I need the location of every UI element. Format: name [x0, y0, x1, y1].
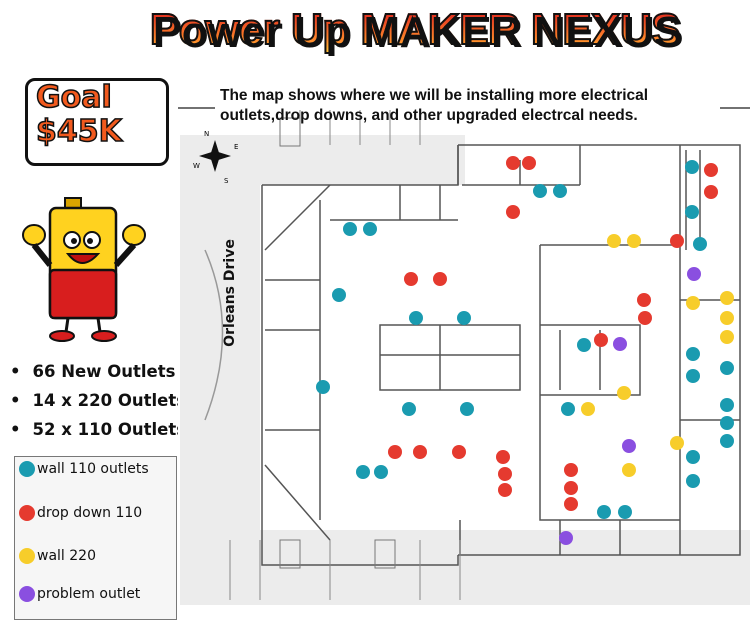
wall-110-outlet-marker	[720, 398, 734, 412]
drop-down-110-marker	[433, 272, 447, 286]
stat-110-outlets: 52 x 110 Outlets	[10, 420, 187, 439]
wall-110-outlet-marker	[577, 338, 591, 352]
drop-down-110-marker	[522, 156, 536, 170]
drop-down-110-marker	[637, 293, 651, 307]
legend-item-wall-220: wall 220	[19, 548, 96, 564]
wall-220-marker	[670, 436, 684, 450]
goal-label: Goal	[35, 80, 112, 116]
wall-110-outlet-marker	[533, 184, 547, 198]
wall-110-outlet-marker	[374, 465, 388, 479]
wall-110-outlet-marker	[618, 505, 632, 519]
floor-plan-walls	[261, 144, 741, 566]
wall-110-outlet-marker	[686, 450, 700, 464]
problem-outlet-marker	[613, 337, 627, 351]
wall-110-outlet-marker	[457, 311, 471, 325]
drop-down-110-marker	[564, 463, 578, 477]
compass-w: W	[193, 162, 200, 170]
wall-110-outlet-marker	[553, 184, 567, 198]
drop-down-110-marker	[506, 156, 520, 170]
drop-down-110-marker	[704, 185, 718, 199]
wall-110-outlet-marker	[597, 505, 611, 519]
wall-220-marker	[686, 296, 700, 310]
legend-label: problem outlet	[37, 586, 141, 602]
goal-amount: $45K	[35, 114, 122, 150]
drop-down-110-marker	[638, 311, 652, 325]
purple-dot-icon	[19, 586, 35, 602]
drop-down-110-marker	[564, 497, 578, 511]
drop-down-110-marker	[704, 163, 718, 177]
drop-down-110-marker	[498, 483, 512, 497]
red-dot-icon	[19, 505, 35, 521]
drop-down-110-marker	[413, 445, 427, 459]
wall-110-outlet-marker	[685, 205, 699, 219]
wall-110-outlet-marker	[332, 288, 346, 302]
floor-plan-map: N E S W	[178, 107, 750, 618]
wall-110-outlet-marker	[363, 222, 377, 236]
wall-110-outlet-marker	[720, 361, 734, 375]
wall-220-marker	[617, 386, 631, 400]
map-description: The map shows where we will be installin…	[220, 87, 649, 124]
wall-110-outlet-marker	[686, 369, 700, 383]
compass-s: S	[224, 177, 229, 185]
wall-110-outlet-marker	[685, 160, 699, 174]
legend-item-wall-110: wall 110 outlets	[19, 461, 149, 477]
wall-110-outlet-marker	[720, 434, 734, 448]
teal-dot-icon	[19, 461, 35, 477]
drop-down-110-marker	[506, 205, 520, 219]
drop-down-110-marker	[452, 445, 466, 459]
legend-item-problem-outlet: problem outlet	[19, 586, 140, 602]
goal-speech-bubble: Goal $45K	[25, 78, 169, 166]
wall-110-outlet-marker	[686, 474, 700, 488]
drop-down-110-marker	[404, 272, 418, 286]
wall-110-outlet-marker	[409, 311, 423, 325]
battery-mascot-icon	[22, 197, 146, 342]
wall-110-outlet-marker	[343, 222, 357, 236]
drop-down-110-marker	[496, 450, 510, 464]
wall-220-marker	[622, 463, 636, 477]
wall-220-marker	[720, 311, 734, 325]
legend-label: wall 110 outlets	[37, 461, 149, 477]
yellow-dot-icon	[19, 548, 35, 564]
wall-110-outlet-marker	[561, 402, 575, 416]
legend-label: drop down 110	[37, 505, 143, 521]
legend-label: wall 220	[37, 548, 96, 564]
problem-outlet-marker	[559, 531, 573, 545]
legend-item-drop-down-110: drop down 110	[19, 505, 142, 521]
drop-down-110-marker	[388, 445, 402, 459]
wall-110-outlet-marker	[693, 237, 707, 251]
wall-110-outlet-marker	[316, 380, 330, 394]
street-label: Orleans Drive	[221, 239, 238, 347]
wall-220-marker	[607, 234, 621, 248]
drop-down-110-marker	[564, 481, 578, 495]
wall-110-outlet-marker	[460, 402, 474, 416]
wall-220-marker	[627, 234, 641, 248]
wall-110-outlet-marker	[356, 465, 370, 479]
outlet-markers	[316, 156, 734, 545]
compass-rose-icon: N E S W	[193, 130, 238, 185]
drop-down-110-marker	[670, 234, 684, 248]
wall-110-outlet-marker	[720, 416, 734, 430]
problem-outlet-marker	[622, 439, 636, 453]
compass-e: E	[234, 143, 238, 151]
wall-110-outlet-marker	[402, 402, 416, 416]
wall-220-marker	[581, 402, 595, 416]
page-title: Power Up MAKER NEXUS	[95, 4, 735, 56]
wall-110-outlet-marker	[686, 347, 700, 361]
drop-down-110-marker	[594, 333, 608, 347]
drop-down-110-marker	[498, 467, 512, 481]
wall-220-marker	[720, 330, 734, 344]
wall-220-marker	[720, 291, 734, 305]
map-legend: wall 110 outlets drop down 110 wall 220 …	[14, 456, 177, 620]
compass-n: N	[204, 130, 209, 138]
stat-new-outlets: 66 New Outlets	[10, 362, 176, 381]
stat-220-outlets: 14 x 220 Outlets	[10, 391, 187, 410]
problem-outlet-marker	[687, 267, 701, 281]
